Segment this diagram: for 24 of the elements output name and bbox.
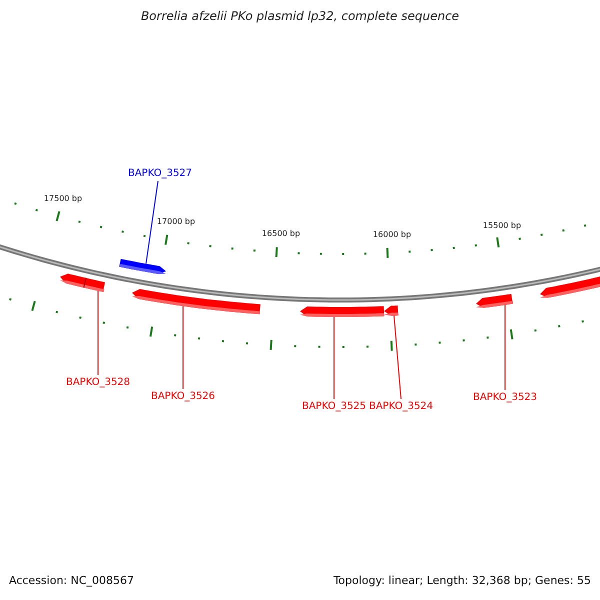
summary-text: Topology: linear; Length: 32,368 bp; Genes: 55 — [333, 574, 591, 587]
gene-feature — [132, 289, 260, 314]
position-label: 15500 bp — [482, 221, 522, 230]
gene-feature — [384, 306, 398, 316]
gene-label: BAPKO_3523 — [472, 391, 538, 405]
leader-line — [146, 180, 158, 264]
leader-line — [394, 315, 402, 400]
gene-feature — [60, 274, 105, 292]
gene-feature — [300, 306, 384, 317]
position-label: 17000 bp — [156, 217, 196, 226]
leader-line — [182, 306, 184, 390]
position-label: 17500 bp — [44, 194, 82, 203]
leader-line — [504, 304, 506, 390]
gene-feature — [119, 258, 166, 274]
gene-label: BAPKO_3525 — [302, 400, 366, 414]
gene-label: BAPKO_3528 — [66, 376, 130, 390]
position-label: 16500 bp — [262, 229, 300, 238]
gene-feature — [476, 294, 513, 308]
gene-label: BAPKO_3524 — [368, 400, 434, 414]
accession-text: Accession: NC_008567 — [9, 574, 134, 587]
position-label: 16000 bp — [372, 230, 412, 239]
gene-label: BAPKO_3527 — [128, 167, 192, 181]
gene-label: BAPKO_3526 — [150, 390, 216, 404]
diagram-title: Borrelia afzelii PKo plasmid lp32, complete sequence — [140, 9, 460, 23]
